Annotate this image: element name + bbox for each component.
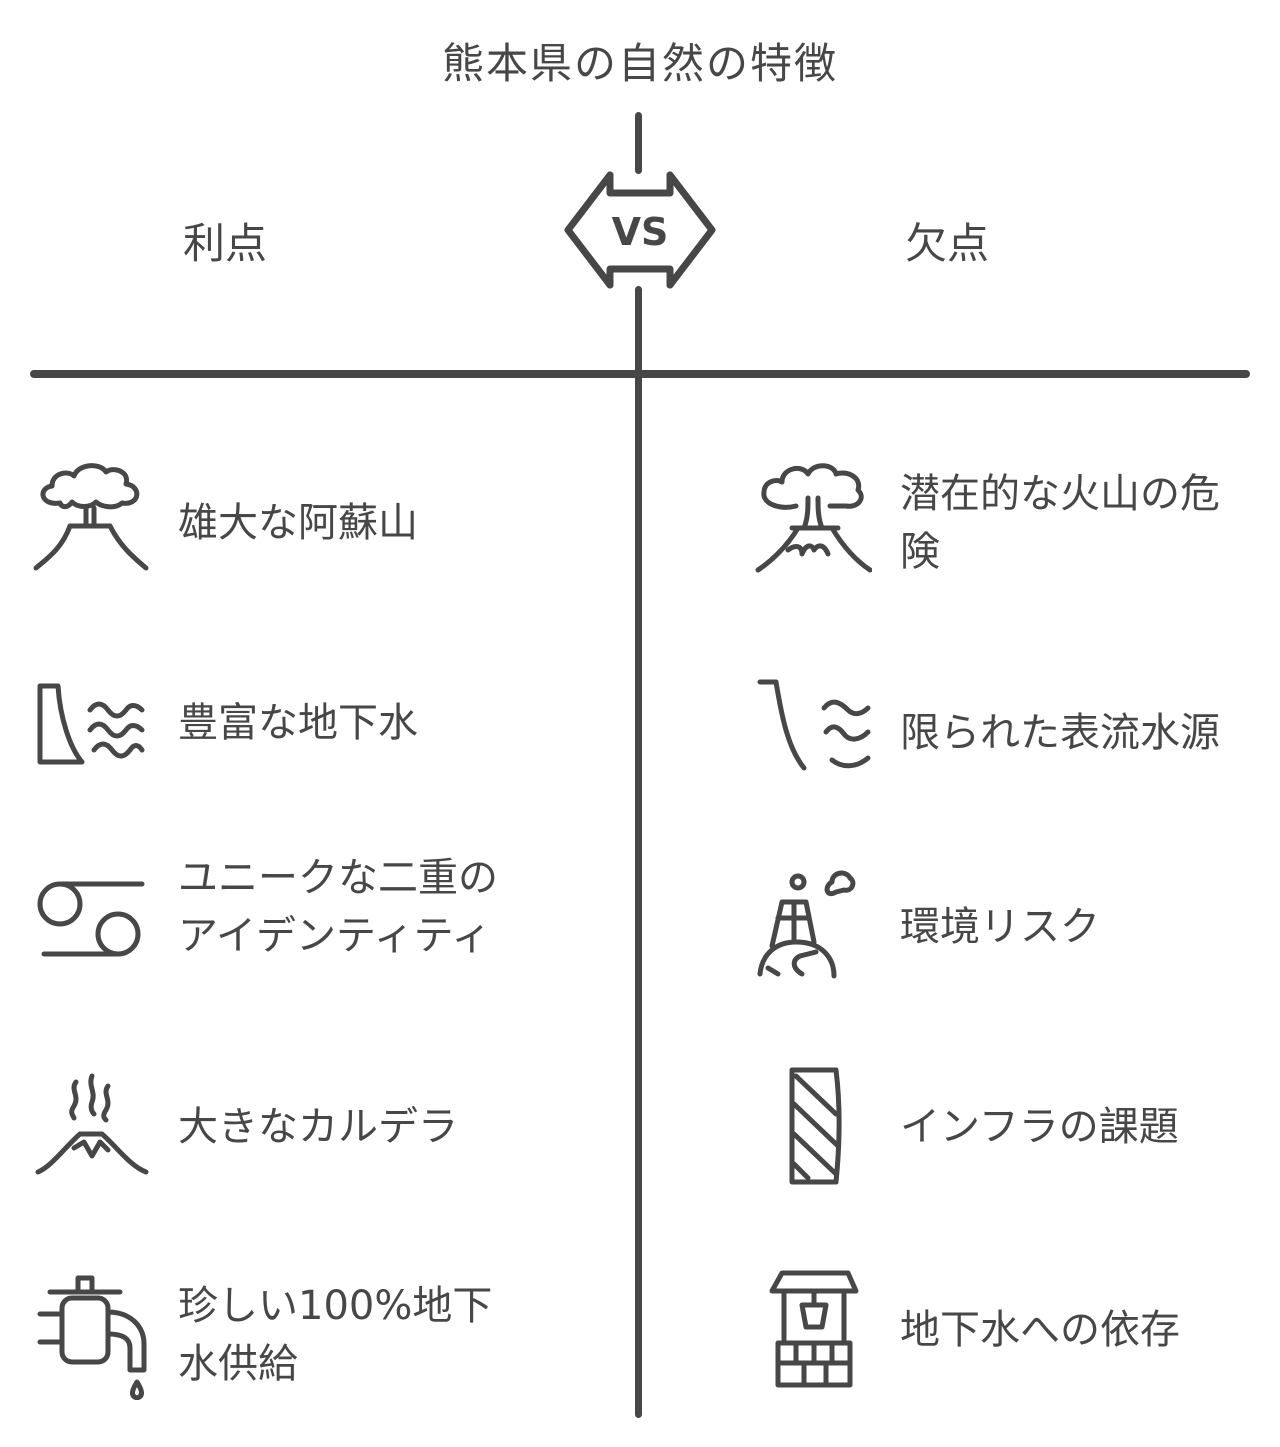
cons-item: 環境リスク [752, 862, 1250, 992]
dam-water-icon [30, 658, 150, 788]
diagram-title: 熊本県の自然の特徴 [441, 39, 838, 88]
pros-item-label: 大きなカルデラ [178, 1104, 458, 1150]
pros-item: 雄大な阿蘇山 [30, 458, 518, 588]
double-loop-icon [30, 842, 150, 972]
cons-item: インフラの課題 [752, 1062, 1250, 1192]
water-tap-icon [30, 1270, 150, 1400]
svg-text:VS: VS [612, 210, 669, 254]
pros-item: 豊富な地下水 [30, 658, 518, 788]
cons-item-label: 環境リスク [900, 904, 1100, 950]
cons-item-label: 潜在的な火山の危険 [900, 471, 1220, 575]
volcano-cloud-icon [30, 458, 150, 588]
pros-item-label: 珍しい100%地下水供給 [178, 1283, 493, 1387]
cons-item-label: 限られた表流水源 [900, 710, 1220, 756]
pros-item-label: ユニークな二重のアイデンティティ [178, 855, 498, 959]
pros-item: 珍しい100%地下水供給 [30, 1270, 518, 1400]
cons-item: 地下水への依存 [752, 1265, 1250, 1395]
steaming-mountain-icon [30, 1062, 150, 1192]
cons-header: 欠点 [905, 219, 990, 268]
barrier-icon [752, 1062, 872, 1192]
cons-item-label: インフラの課題 [900, 1104, 1179, 1150]
pros-header: 利点 [183, 219, 268, 268]
pros-item: 大きなカルデラ [30, 1062, 518, 1192]
dry-stream-icon [752, 668, 872, 798]
pros-item: ユニークな二重のアイデンティティ [30, 842, 518, 972]
vertical-divider [635, 286, 642, 1418]
cons-item: 潜在的な火山の危険 [752, 458, 1250, 588]
cons-item-label: 地下水への依存 [900, 1307, 1180, 1353]
vs-badge: VS [560, 165, 720, 295]
factory-pollution-icon [752, 862, 872, 992]
horizontal-divider [30, 370, 1250, 378]
pros-item-label: 雄大な阿蘇山 [178, 500, 418, 546]
water-well-icon [752, 1265, 872, 1395]
vs-arrows-icon: VS [564, 171, 716, 289]
pros-item-label: 豊富な地下水 [178, 700, 418, 746]
erupting-volcano-icon [752, 458, 872, 588]
vertical-divider-top [635, 112, 642, 174]
cons-item: 限られた表流水源 [752, 668, 1250, 798]
